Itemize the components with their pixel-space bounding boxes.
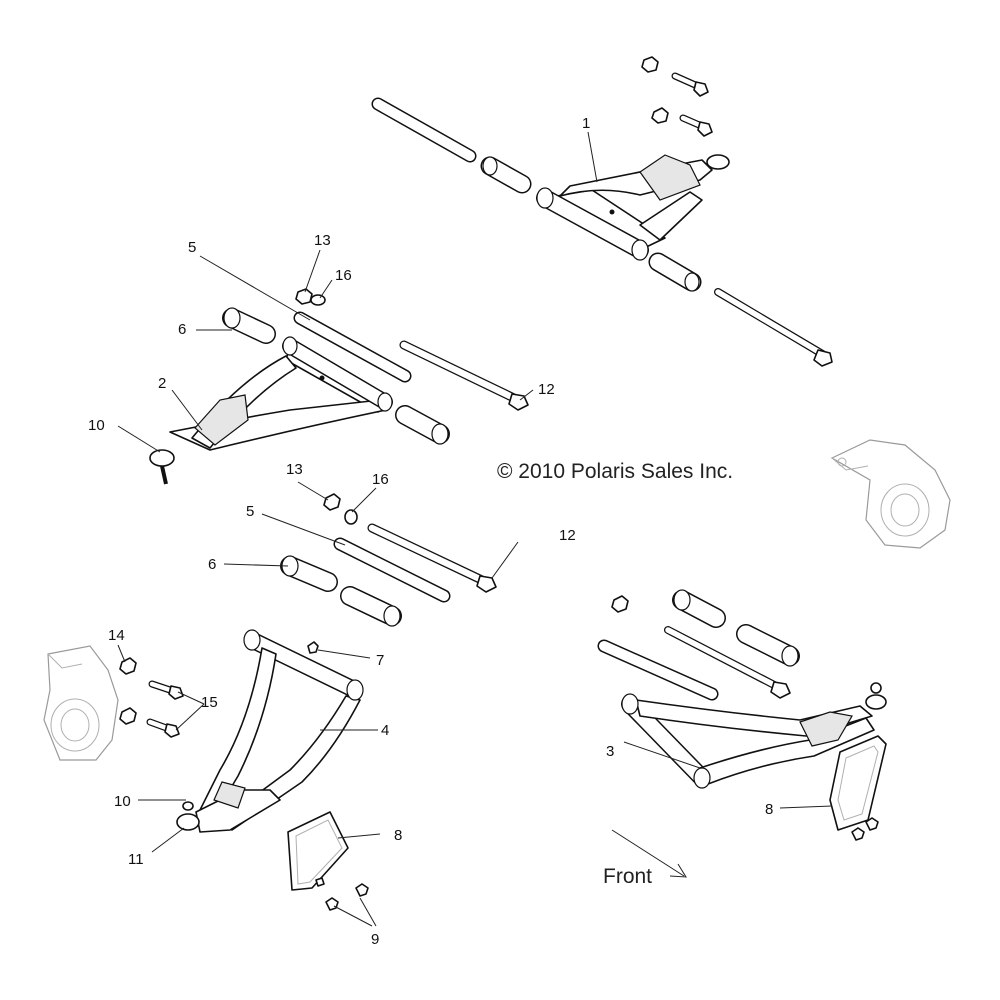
bushing-upper-1 bbox=[480, 156, 532, 194]
callout-6-upper: 6 bbox=[178, 321, 186, 338]
front-direction-indicator: Front bbox=[603, 829, 687, 888]
rod-5-upper bbox=[293, 311, 412, 383]
front-arrow-shaft bbox=[611, 829, 685, 877]
copyright-notice: © 2010 Polaris Sales Inc. bbox=[497, 460, 733, 483]
callout-12-upper: 12 bbox=[538, 381, 555, 398]
rod-lower-right bbox=[597, 639, 719, 701]
a-arm-3 bbox=[621, 682, 887, 789]
bushing-lower-right bbox=[340, 586, 402, 627]
steering-knuckle-right bbox=[830, 439, 951, 549]
bushing-upper-2 bbox=[648, 252, 702, 292]
a-arm-1 bbox=[536, 154, 730, 261]
hardware-top bbox=[641, 56, 713, 137]
callout-10-lower: 10 bbox=[114, 793, 131, 810]
bushing-6-lower bbox=[280, 555, 338, 592]
callout-8-left: 8 bbox=[394, 827, 402, 844]
rod-5-lower bbox=[333, 537, 451, 603]
grease-fitting-7 bbox=[307, 641, 319, 654]
callout-16-upper: 16 bbox=[335, 267, 352, 284]
callout-14: 14 bbox=[108, 627, 125, 644]
callout-2: 2 bbox=[158, 375, 166, 392]
a-arm-2 bbox=[149, 336, 393, 485]
lower-right-a-arm-assembly: 3 8 bbox=[597, 589, 887, 841]
bushing-lower-right-2 bbox=[736, 624, 800, 667]
bushing-upper-right bbox=[395, 405, 450, 445]
callout-15: 15 bbox=[201, 694, 218, 711]
front-arrow-head bbox=[669, 863, 687, 878]
callout-13-upper: 13 bbox=[314, 232, 331, 249]
bolt-upper-long bbox=[714, 288, 833, 367]
bushing-6-upper bbox=[222, 307, 276, 344]
callout-9: 9 bbox=[371, 931, 379, 948]
callout-13-lower: 13 bbox=[286, 461, 303, 478]
washer-16-upper bbox=[310, 294, 326, 306]
bolt-12-lower bbox=[367, 523, 497, 593]
rod-upper-left bbox=[371, 97, 477, 163]
callout-5-upper: 5 bbox=[188, 239, 196, 256]
upper-left-a-arm-assembly: 5 6 2 10 12 13 16 bbox=[88, 232, 555, 485]
callout-8-right: 8 bbox=[765, 801, 773, 818]
front-label: Front bbox=[603, 865, 652, 888]
callout-11: 11 bbox=[128, 851, 144, 868]
screws-9 bbox=[325, 883, 369, 911]
bushing-lower-right-1 bbox=[672, 589, 726, 628]
callout-10-upper: 10 bbox=[88, 417, 105, 434]
upper-right-a-arm-assembly: 1 bbox=[371, 56, 833, 367]
a-arm-4 bbox=[176, 629, 364, 833]
lower-left-a-arm-assembly: 13 16 5 6 12 7 4 8 14 15 10 11 9 bbox=[43, 461, 576, 948]
bolt-12-upper bbox=[399, 340, 529, 411]
callout-16-lower: 16 bbox=[372, 471, 389, 488]
skid-plate-8-left bbox=[287, 811, 349, 891]
nut-13-lower bbox=[323, 493, 341, 511]
callout-5-lower: 5 bbox=[246, 503, 254, 520]
skid-plate-8-right bbox=[829, 735, 887, 841]
callout-4: 4 bbox=[381, 722, 389, 739]
washer-16-lower bbox=[344, 509, 358, 525]
callout-6-lower: 6 bbox=[208, 556, 216, 573]
callout-7: 7 bbox=[376, 652, 384, 669]
hardware-14-15 bbox=[119, 657, 184, 738]
callout-3: 3 bbox=[606, 743, 614, 760]
callout-1: 1 bbox=[582, 115, 590, 132]
callout-12-lower: 12 bbox=[559, 527, 576, 544]
steering-knuckle-left bbox=[43, 645, 119, 761]
nut-lower-right bbox=[611, 595, 629, 613]
bolt-lower-right bbox=[664, 626, 791, 699]
nut-13-upper bbox=[295, 288, 313, 305]
